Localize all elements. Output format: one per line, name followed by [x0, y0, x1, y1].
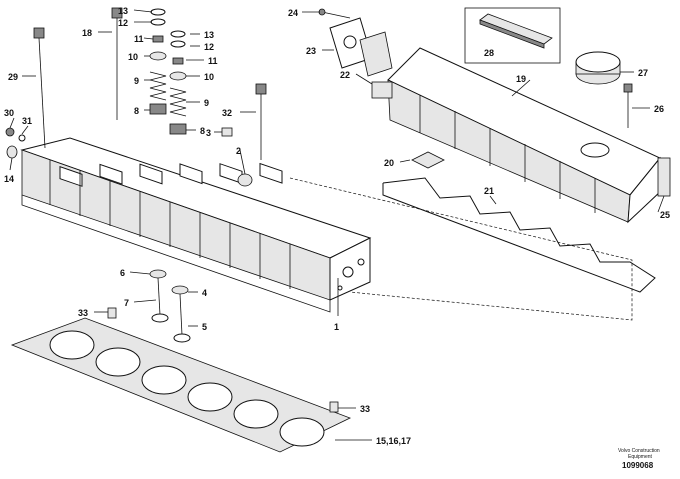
label-9-right: 9 — [204, 98, 209, 108]
brand-line-2: Equipment — [628, 454, 653, 460]
valve-cover-ribs — [419, 95, 596, 213]
label-22: 22 — [340, 70, 350, 80]
valve-stack-right — [169, 30, 187, 135]
sleeve-25 — [657, 157, 671, 197]
label-5: 5 — [202, 322, 207, 332]
callout-labels: 1 2 3 4 5 6 7 8 8 9 9 10 10 11 11 12 12 … — [4, 6, 670, 446]
oil-filler-cap — [575, 51, 621, 85]
breather-gasket — [359, 31, 393, 77]
clip-20 — [411, 151, 445, 169]
plug-30 — [5, 127, 15, 137]
assembly-outline — [289, 177, 633, 321]
washer-31 — [18, 134, 26, 142]
label-23: 23 — [306, 46, 316, 56]
label-1: 1 — [334, 322, 339, 332]
label-11-right: 11 — [208, 56, 218, 66]
label-11-left: 11 — [134, 34, 144, 44]
label-25: 25 — [660, 210, 670, 220]
breather-pipe — [371, 81, 393, 99]
label-13-right: 13 — [204, 30, 214, 40]
seal-strip — [479, 13, 553, 49]
label-26: 26 — [654, 104, 664, 114]
bolt-18 — [111, 7, 123, 120]
label-7: 7 — [124, 298, 129, 308]
label-21: 21 — [484, 186, 494, 196]
bolt-24 — [318, 8, 351, 19]
label-2: 2 — [236, 146, 241, 156]
head-gasket — [10, 317, 352, 453]
leader-lines — [9, 9, 665, 441]
bolt-32 — [255, 83, 267, 160]
label-10-right: 10 — [204, 72, 214, 82]
detail-box-28 — [464, 7, 561, 64]
label-24: 24 — [288, 8, 298, 18]
label-29: 29 — [8, 72, 18, 82]
label-15-16-17: 15,16,17 — [376, 436, 411, 446]
document-number: 1099068 — [622, 461, 654, 470]
valve-cover — [387, 47, 663, 224]
label-18: 18 — [82, 28, 92, 38]
part-3 — [221, 127, 233, 137]
label-9-left: 9 — [134, 76, 139, 86]
footer: Volvo Construction Equipment 1099068 — [618, 448, 660, 470]
label-8-right: 8 — [200, 126, 205, 136]
label-32: 32 — [222, 108, 232, 118]
plug-14 — [6, 145, 18, 159]
valve-5 — [171, 285, 191, 343]
label-10-left: 10 — [128, 52, 138, 62]
label-33-upper: 33 — [78, 308, 88, 318]
label-13-left: 13 — [118, 6, 128, 16]
label-3: 3 — [206, 128, 211, 138]
valve-7 — [149, 269, 169, 323]
label-27: 27 — [638, 68, 648, 78]
part-2 — [237, 173, 253, 187]
label-8-left: 8 — [134, 106, 139, 116]
label-12-right: 12 — [204, 42, 214, 52]
label-30: 30 — [4, 108, 14, 118]
label-33-lower: 33 — [360, 404, 370, 414]
brand-line-1: Volvo Construction — [618, 448, 660, 454]
cylinder-head — [20, 137, 372, 313]
label-4: 4 — [202, 288, 207, 298]
valve-stack-left — [149, 8, 167, 115]
dowel-33-lower — [329, 401, 339, 413]
head-ribs — [49, 160, 291, 289]
bolt-26 — [623, 83, 633, 128]
label-20: 20 — [384, 158, 394, 168]
label-12-left: 12 — [118, 18, 128, 28]
label-28: 28 — [484, 48, 494, 58]
label-19: 19 — [516, 74, 526, 84]
label-14: 14 — [4, 174, 14, 184]
label-6: 6 — [120, 268, 125, 278]
valve-cover-gasket — [382, 177, 656, 293]
label-31: 31 — [22, 116, 32, 126]
bolt-29 — [33, 27, 46, 149]
dowel-33-upper — [107, 307, 117, 319]
